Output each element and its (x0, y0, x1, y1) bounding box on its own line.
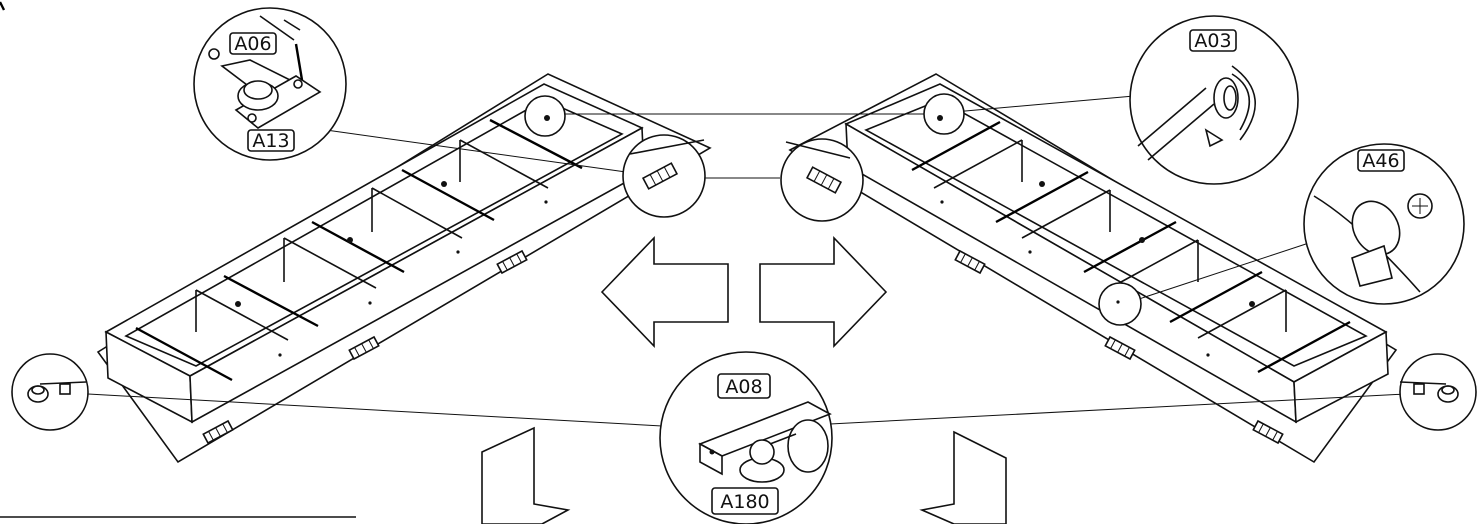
label-a13: A13 (252, 130, 289, 152)
a08-label-box (717, 373, 771, 399)
arrow-down-right (919, 430, 1007, 524)
detail-right-caster (1399, 353, 1477, 431)
right-shelves (933, 139, 1287, 339)
right-rails (911, 120, 1351, 374)
detail-a03: A03 (1129, 15, 1299, 185)
detail-left-caster (11, 353, 89, 431)
label-a03: A03 (1194, 30, 1231, 52)
label-a08: A08 (725, 376, 762, 398)
detail-a06: A06 A13 (193, 7, 347, 161)
detail-marker-right-screw (1098, 282, 1142, 326)
a13-label-box (247, 129, 295, 152)
label-a180: A180 (720, 491, 769, 513)
a46-label-box (1357, 149, 1405, 172)
a03-label-box (1189, 29, 1237, 52)
corner-mark (0, 1, 6, 11)
label-a06: A06 (234, 33, 271, 55)
label-a46: A46 (1362, 150, 1399, 172)
a180-label-box (711, 487, 779, 515)
left-rails (135, 118, 583, 382)
left-cabinet (96, 73, 712, 464)
detail-marker-right-cam (923, 93, 965, 135)
arrow-down-left (481, 426, 571, 524)
leader-lines (87, 95, 1407, 427)
arrow-left (600, 236, 729, 348)
a06-label-box (229, 32, 277, 55)
arrow-right (759, 236, 888, 348)
direction-arrows (481, 236, 1007, 524)
detail-a08: A08 A180 (659, 351, 833, 524)
detail-a46: A46 (1303, 143, 1465, 305)
right-cabinet (788, 73, 1398, 464)
left-shelves (195, 139, 549, 341)
